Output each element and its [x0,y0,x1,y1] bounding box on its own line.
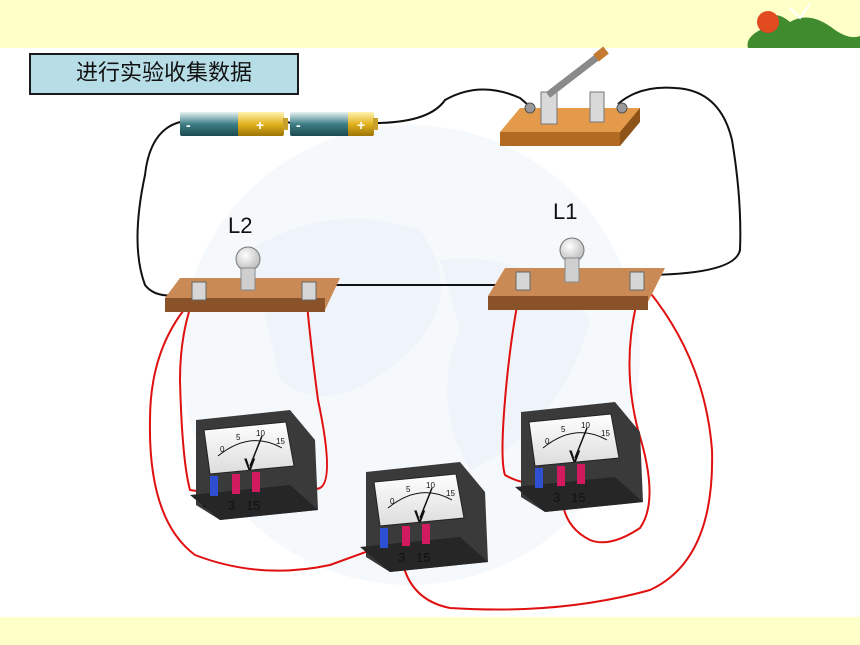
voltmeter-terminal-3: 3 [553,490,560,505]
voltmeter-unit: V [569,447,581,466]
battery-2: - + [290,112,378,136]
voltmeter-scale-0: 0 [545,437,550,446]
switch-icon [500,46,640,146]
voltmeter-scale-3: 15 [446,489,455,498]
voltmeter-scale-3: 15 [601,429,610,438]
battery-negative-sign: - [296,117,301,133]
page-title: 进行实验收集数据 [29,53,299,95]
voltmeter-scale-1: 5 [236,433,241,442]
voltmeter-l2: 0 5 10 15 V - 3 15 [190,410,318,520]
voltmeter-scale-2: 10 [426,481,435,490]
top-banner [0,0,860,48]
voltmeter-terminal-15: 15 [416,550,430,565]
voltmeter-l1: 0 5 10 15 V 3 15 [515,402,643,512]
logo-icon [747,3,860,48]
voltmeter-terminal-neg: - [202,498,206,513]
bottom-banner [0,617,860,645]
battery-1: - + [180,112,288,136]
lamp-l2: L2 [165,213,340,312]
voltmeter-scale-0: 0 [390,497,395,506]
lamp-l1-label: L1 [553,199,577,224]
voltmeter-scale-1: 5 [406,485,411,494]
voltmeter-scale-1: 5 [561,425,566,434]
battery-positive-sign: + [357,117,365,133]
voltmeter-terminal-15: 15 [246,498,260,513]
voltmeter-unit: V [414,507,426,526]
voltmeter-terminal-3: 3 [398,550,405,565]
voltmeter-unit: V [244,455,256,474]
voltmeter-scale-0: 0 [220,445,225,454]
battery-negative-sign: - [186,117,191,133]
lamp-l2-label: L2 [228,213,252,238]
voltmeter-scale-2: 10 [581,421,590,430]
voltmeter-scale-3: 15 [276,437,285,446]
lamp-l1: L1 [488,199,665,310]
voltmeter-total: 0 5 10 15 V 3 15 [360,462,488,572]
voltmeter-terminal-15: 15 [571,490,585,505]
battery-positive-sign: + [256,117,264,133]
voltmeter-scale-2: 10 [256,429,265,438]
voltmeter-terminal-3: 3 [228,498,235,513]
